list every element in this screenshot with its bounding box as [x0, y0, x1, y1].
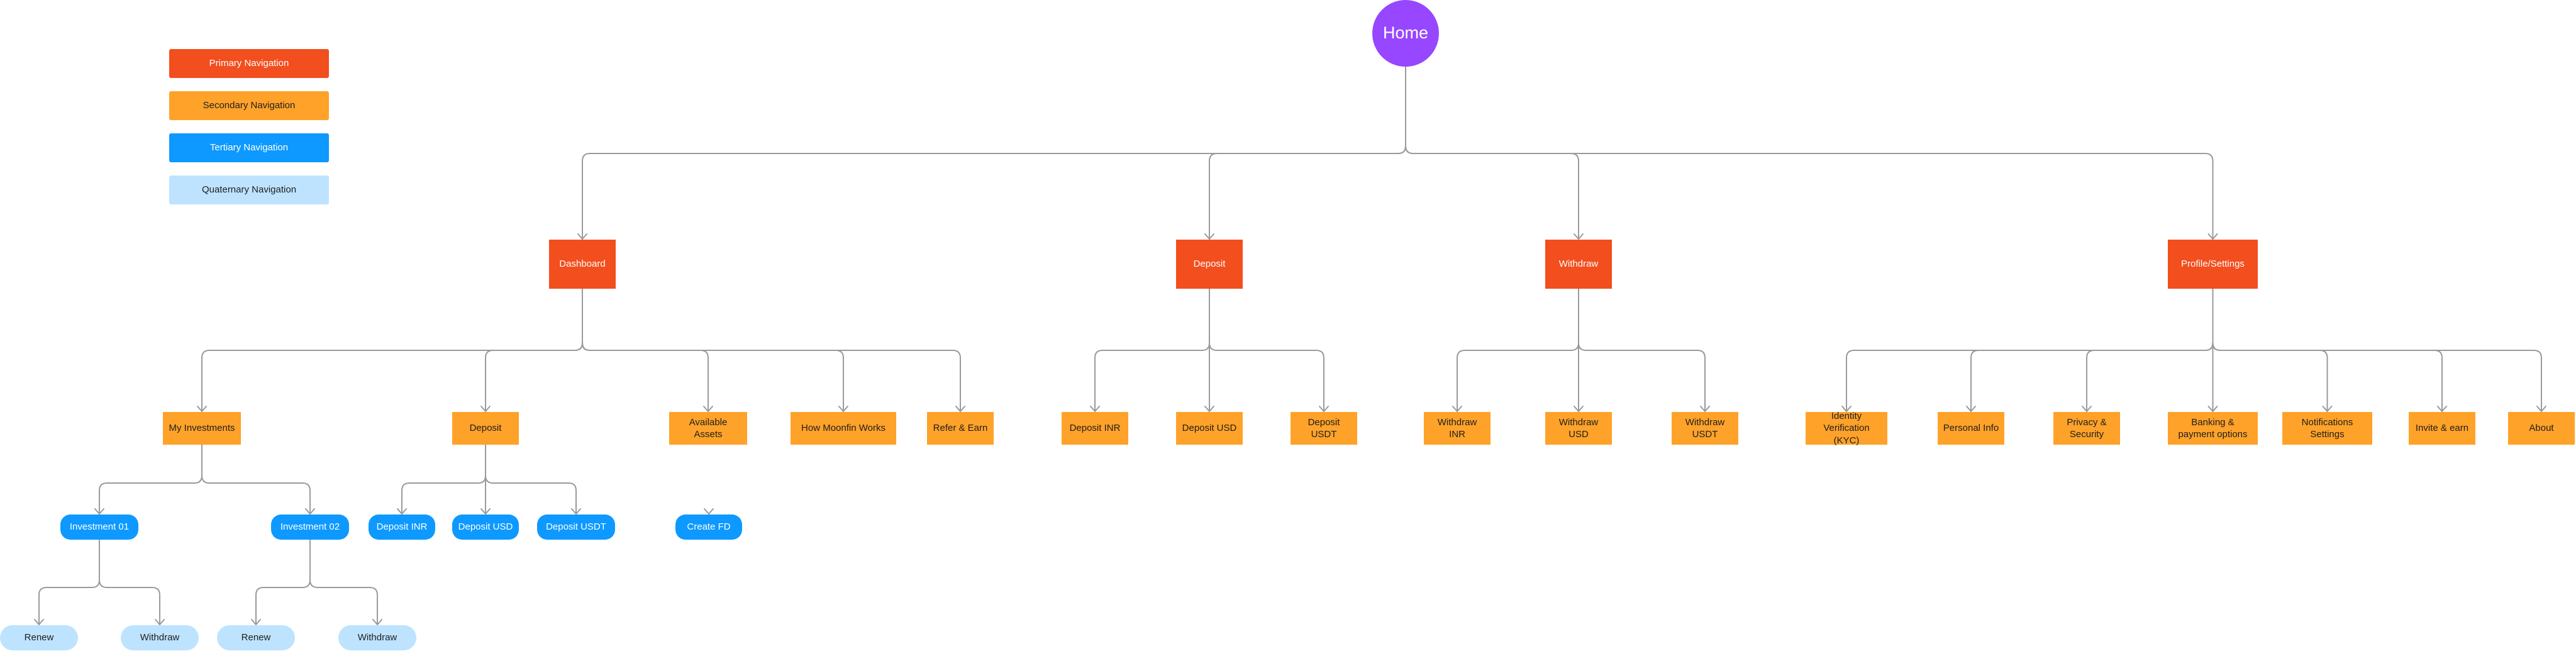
node-create-fd: Create FD: [675, 515, 742, 540]
connector-renew: [38, 539, 100, 625]
node-dashboard: Dashboard: [549, 240, 616, 289]
node-available-assets: Available Assets: [669, 412, 747, 445]
arrowhead-create-fd: [704, 508, 714, 515]
node-deposit-inr: Deposit INR: [1062, 412, 1128, 445]
node-withdraw-usdt: Withdraw USDT: [1672, 412, 1738, 445]
legend-primary: Primary Navigation: [169, 49, 329, 78]
legend-secondary: Secondary Navigation: [169, 91, 329, 120]
arrowhead-deposit-inr: [397, 508, 407, 515]
arrowhead-deposit-inr: [1090, 406, 1100, 412]
connector-refer-earn: [582, 288, 961, 412]
node-withdraw-inr: Withdraw INR: [1424, 412, 1491, 445]
node-deposit-usd: Deposit USD: [452, 515, 519, 540]
node-refer-earn: Refer & Earn: [927, 412, 994, 445]
connector-investment-02: [201, 444, 311, 515]
arrowhead-deposit-usd: [1204, 406, 1214, 412]
connector-withdraw: [309, 539, 378, 625]
arrowhead-deposit-usdt: [1319, 406, 1329, 412]
node-renew: Renew: [217, 625, 295, 650]
node-deposit: Deposit: [1176, 240, 1243, 289]
arrowhead-withdraw: [155, 619, 165, 625]
node-deposit-usd: Deposit USD: [1176, 412, 1243, 445]
connector-about: [2212, 288, 2542, 412]
connector-deposit: [485, 288, 583, 412]
node-withdraw: Withdraw: [1545, 240, 1612, 289]
node-privacy-security: Privacy & Security: [2053, 412, 2120, 445]
node-deposit-usdt: Deposit USDT: [1291, 412, 1357, 445]
connector-withdraw-inr: [1457, 288, 1579, 412]
arrowhead-withdraw-usdt: [1700, 406, 1710, 412]
arrowhead-identity-verification-kyc: [1841, 406, 1852, 412]
arrowhead-banking-payment-options: [2207, 406, 2218, 412]
arrowhead-deposit-usd: [480, 508, 491, 515]
node-renew: Renew: [0, 625, 78, 650]
node-banking-payment-options: Banking & payment options: [2168, 412, 2258, 445]
arrowhead-deposit-usdt: [571, 508, 581, 515]
arrowhead-available-assets: [703, 406, 713, 412]
arrowhead-personal-info: [1966, 406, 1976, 412]
arrowhead-deposit: [1204, 233, 1214, 240]
node-my-investments: My Investments: [163, 412, 241, 445]
arrowhead-withdraw: [372, 619, 382, 625]
arrowhead-refer-earn: [955, 406, 965, 412]
node-invite-earn: Invite & earn: [2409, 412, 2475, 445]
arrowhead-withdraw-usd: [1574, 406, 1584, 412]
connector-withdraw-usdt: [1578, 288, 1706, 412]
connector-deposit-inr: [401, 444, 486, 515]
connector-investment-01: [99, 444, 203, 515]
arrowhead-withdraw-inr: [1452, 406, 1462, 412]
node-withdraw-usd: Withdraw USD: [1545, 412, 1612, 445]
connector-deposit: [1209, 66, 1406, 240]
connector-privacy-security: [2086, 288, 2214, 412]
connector-renew: [255, 539, 311, 625]
arrowhead-my-investments: [197, 406, 207, 412]
arrowhead-renew: [34, 619, 44, 625]
node-withdraw: Withdraw: [338, 625, 416, 650]
node-profile-settings: Profile/Settings: [2168, 240, 2258, 289]
node-about: About: [2508, 412, 2575, 445]
node-deposit-usdt: Deposit USDT: [537, 515, 615, 540]
legend-tertiary: Tertiary Navigation: [169, 133, 329, 162]
node-deposit-inr: Deposit INR: [369, 515, 435, 540]
node-notifications-settings: Notifications Settings: [2282, 412, 2372, 445]
arrowhead-withdraw: [1574, 233, 1584, 240]
legend-quaternary: Quaternary Navigation: [169, 175, 329, 204]
arrowhead-dashboard: [577, 233, 587, 240]
node-personal-info: Personal Info: [1938, 412, 2004, 445]
arrowhead-invite-earn: [2437, 406, 2447, 412]
arrowhead-renew: [251, 619, 261, 625]
arrowhead-investment-02: [305, 508, 315, 515]
arrowhead-notifications-settings: [2322, 406, 2333, 412]
node-identity-verification-kyc: Identity Verification (KYC): [1806, 411, 1887, 446]
arrowhead-privacy-security: [2082, 406, 2092, 412]
node-withdraw: Withdraw: [121, 625, 199, 650]
arrowhead-profile-settings: [2207, 233, 2218, 240]
node-investment-01: Investment 01: [60, 515, 138, 540]
connector-deposit-usdt: [1209, 288, 1324, 412]
connector-withdraw: [99, 539, 160, 625]
node-home: Home: [1372, 0, 1439, 67]
node-investment-02: Investment 02: [271, 515, 349, 540]
node-deposit: Deposit: [452, 412, 519, 445]
arrowhead-about: [2536, 406, 2546, 412]
connector-deposit-usdt: [485, 444, 577, 515]
arrowhead-deposit: [480, 406, 491, 412]
connector-deposit-inr: [1094, 288, 1210, 412]
node-how-moonfin-works: How Moonfin Works: [791, 412, 896, 445]
connector-profile-settings: [1405, 66, 2214, 240]
arrowhead-investment-01: [94, 508, 104, 515]
arrowhead-how-moonfin-works: [838, 406, 848, 412]
